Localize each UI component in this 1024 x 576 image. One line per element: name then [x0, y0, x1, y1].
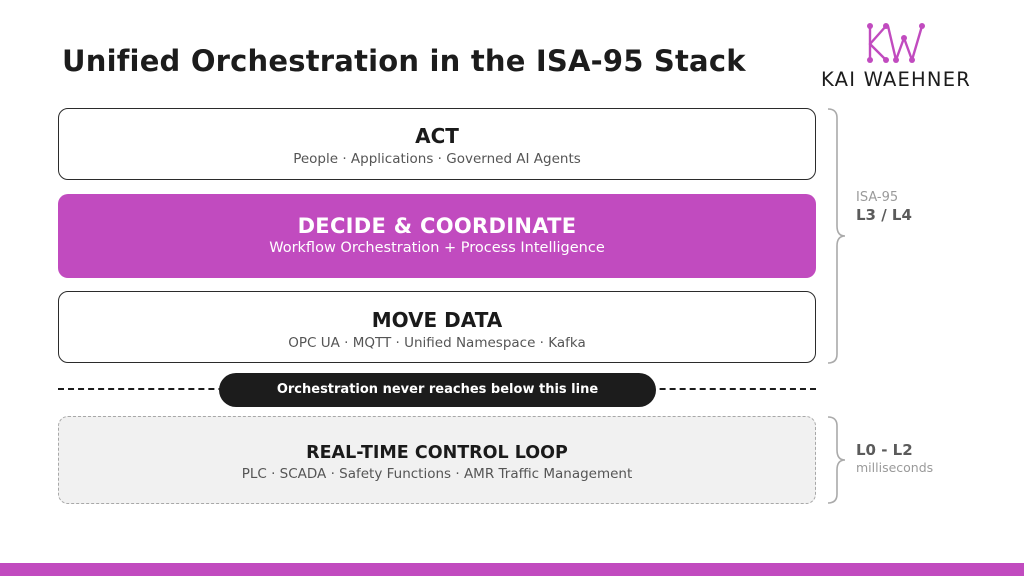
milliseconds-caption: milliseconds: [856, 460, 934, 475]
realtime-layer-subtitle: PLC · SCADA · Safety Functions · AMR Tra…: [241, 466, 633, 482]
orchestration-boundary-label: Orchestration never reaches below this l…: [219, 373, 656, 407]
act-layer-title: ACT: [415, 124, 459, 148]
decide-layer-title: DECIDE & COORDINATE: [297, 214, 577, 238]
l3-l4-bracket: [827, 108, 846, 364]
move-data-layer: MOVE DATA OPC UA · MQTT · Unified Namesp…: [58, 291, 816, 363]
decide-coordinate-layer: DECIDE & COORDINATE Workflow Orchestrati…: [58, 194, 816, 278]
isa95-caption: ISA-95: [856, 190, 899, 205]
decide-layer-subtitle: Workflow Orchestration + Process Intelli…: [269, 240, 605, 256]
move-layer-title: MOVE DATA: [371, 308, 503, 332]
page-title: Unified Orchestration in the ISA-95 Stac…: [62, 44, 746, 78]
act-layer-subtitle: People · Applications · Governed AI Agen…: [293, 151, 581, 167]
l3-l4-label: L3 / L4: [856, 206, 912, 224]
footer-accent-bar: [0, 563, 1024, 576]
brand-logo: KAI WAEHNER: [806, 20, 986, 92]
brand-name: KAI WAEHNER: [821, 68, 971, 91]
kw-monogram-icon: [867, 23, 925, 63]
act-layer: ACT People · Applications · Governed AI …: [58, 108, 816, 180]
realtime-control-layer: REAL-TIME CONTROL LOOP PLC · SCADA · Saf…: [58, 416, 816, 504]
l0-l2-bracket: [827, 416, 846, 504]
move-layer-subtitle: OPC UA · MQTT · Unified Namespace · Kafk…: [288, 335, 586, 351]
realtime-layer-title: REAL-TIME CONTROL LOOP: [306, 443, 568, 463]
l0-l2-label: L0 - L2: [856, 441, 913, 459]
